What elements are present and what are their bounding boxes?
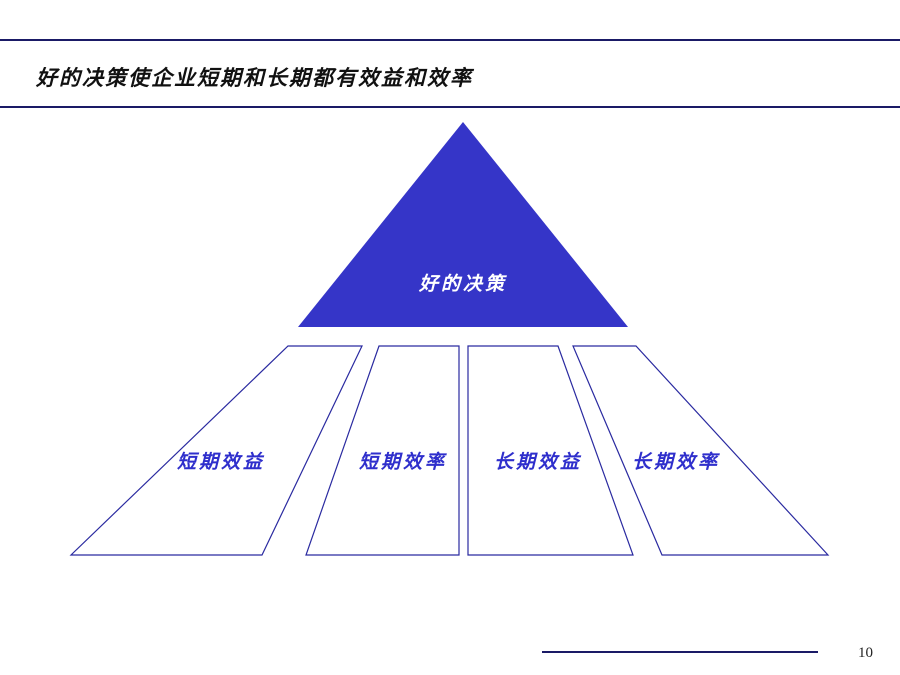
pillar-shape-long-term-efficiency (572, 345, 830, 556)
title-underline-rule (0, 106, 900, 108)
pillar-shape-long-term-benefit (467, 345, 634, 556)
pillar-label-short-term-benefit: 短期效益 (177, 451, 265, 473)
pillar-label-long-term-benefit: 长期效益 (494, 451, 582, 473)
pillar-label-short-term-efficiency: 短期效率 (359, 451, 447, 473)
apex-triangle (298, 122, 628, 327)
pillar-shape-short-term-efficiency (305, 345, 460, 556)
pillar-shape-short-term-benefit (69, 345, 363, 556)
pillar-label-long-term-efficiency: 长期效率 (632, 451, 720, 473)
slide-title: 好的决策使企业短期和长期都有效益和效率 (36, 65, 473, 90)
apex-label: 好的决策 (418, 273, 507, 295)
footer-rule (542, 651, 818, 653)
top-rule (0, 39, 900, 41)
page-number: 10 (858, 645, 873, 661)
